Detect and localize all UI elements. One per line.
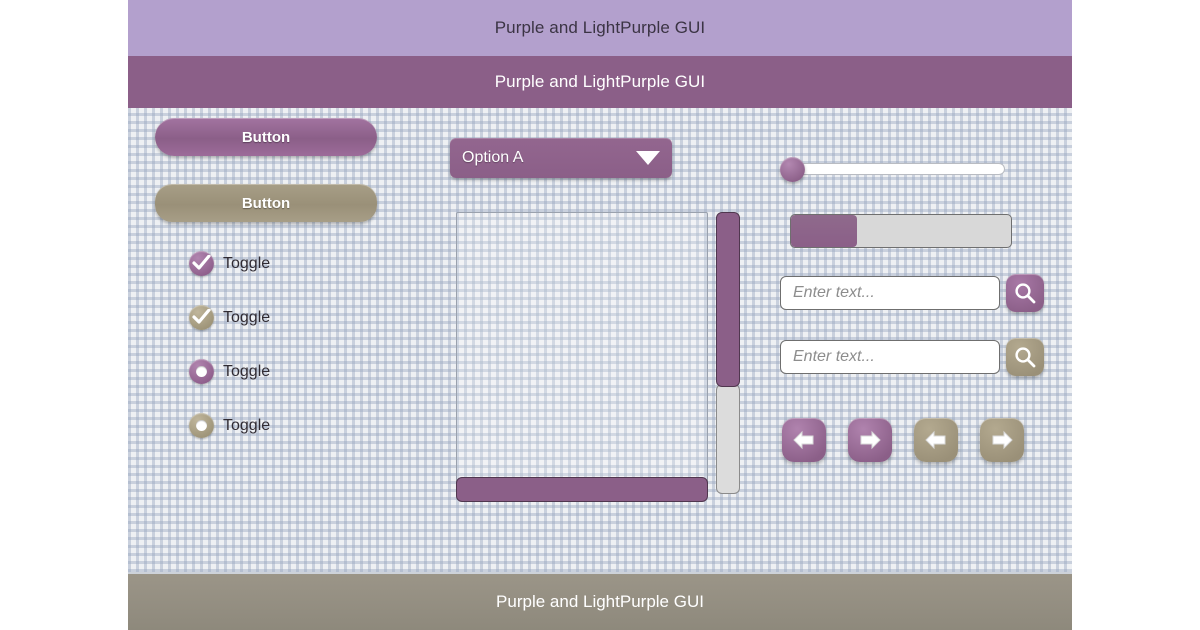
slider-track[interactable] xyxy=(790,163,1005,175)
listbox[interactable] xyxy=(456,212,708,484)
search-button-tan[interactable] xyxy=(1006,338,1044,376)
top-title-bar: Purple and LightPurple GUI xyxy=(128,0,1072,56)
back-button-purple[interactable] xyxy=(782,418,826,462)
arrow-left-icon xyxy=(793,430,814,450)
vertical-scrollbar[interactable] xyxy=(716,212,740,494)
radio-label: Toggle xyxy=(223,362,271,380)
vertical-scrollbar-track[interactable] xyxy=(716,384,740,494)
arrow-left-icon xyxy=(925,430,946,450)
arrow-right-icon xyxy=(992,430,1013,450)
chevron-down-icon xyxy=(636,151,660,165)
app-window: Purple and LightPurple GUI Purple and Li… xyxy=(128,0,1072,630)
progress-bar xyxy=(790,214,1012,248)
option-dropdown[interactable]: Option A xyxy=(450,138,672,178)
search-button-purple[interactable] xyxy=(1006,274,1044,312)
tan-button[interactable]: Button xyxy=(155,184,377,222)
listbox-container xyxy=(456,212,740,502)
forward-button-tan[interactable] xyxy=(980,418,1024,462)
content-area: Button Button Toggle Toggle xyxy=(128,108,1072,572)
checkbox-toggle-purple[interactable]: Toggle xyxy=(189,251,405,276)
radio-dot-icon xyxy=(189,359,214,384)
checkbox-toggle-tan[interactable]: Toggle xyxy=(189,305,405,330)
arrow-right-icon xyxy=(860,430,881,450)
main-title-text: Purple and LightPurple GUI xyxy=(494,72,706,91)
status-bar-text: Purple and LightPurple GUI xyxy=(496,592,704,611)
status-bar: Purple and LightPurple GUI xyxy=(128,572,1072,630)
search-row-purple: Enter text... xyxy=(780,274,1050,312)
slider[interactable] xyxy=(780,156,1005,182)
radio-label: Toggle xyxy=(223,416,271,434)
back-button-tan[interactable] xyxy=(914,418,958,462)
search-row-tan: Enter text... xyxy=(780,338,1050,376)
dropdown-selected-value: Option A xyxy=(462,149,524,166)
vertical-scrollbar-thumb[interactable] xyxy=(716,212,740,387)
radio-dot-icon xyxy=(189,413,214,438)
radio-toggle-tan[interactable]: Toggle xyxy=(189,413,405,438)
progress-bar-fill xyxy=(791,215,857,247)
purple-button[interactable]: Button xyxy=(155,118,377,156)
search-input-tan[interactable]: Enter text... xyxy=(780,340,1000,374)
middle-column: Option A xyxy=(450,138,740,502)
forward-button-purple[interactable] xyxy=(848,418,892,462)
radio-toggle-purple[interactable]: Toggle xyxy=(189,359,405,384)
slider-knob[interactable] xyxy=(780,157,805,182)
search-icon xyxy=(1015,283,1036,304)
search-input-purple[interactable]: Enter text... xyxy=(780,276,1000,310)
horizontal-scrollbar-thumb[interactable] xyxy=(456,477,708,502)
checkbox-label: Toggle xyxy=(223,308,271,326)
search-icon xyxy=(1015,347,1036,368)
main-title-bar: Purple and LightPurple GUI xyxy=(128,56,1072,108)
right-column: Enter text... Enter text... xyxy=(780,128,1050,462)
checkmark-icon xyxy=(189,305,214,330)
checkmark-icon xyxy=(189,251,214,276)
checkbox-label: Toggle xyxy=(223,254,271,272)
left-column: Button Button Toggle Toggle xyxy=(155,118,405,438)
arrow-button-row xyxy=(782,418,1050,462)
top-title-text: Purple and LightPurple GUI xyxy=(494,18,706,37)
horizontal-scrollbar[interactable] xyxy=(456,477,708,502)
